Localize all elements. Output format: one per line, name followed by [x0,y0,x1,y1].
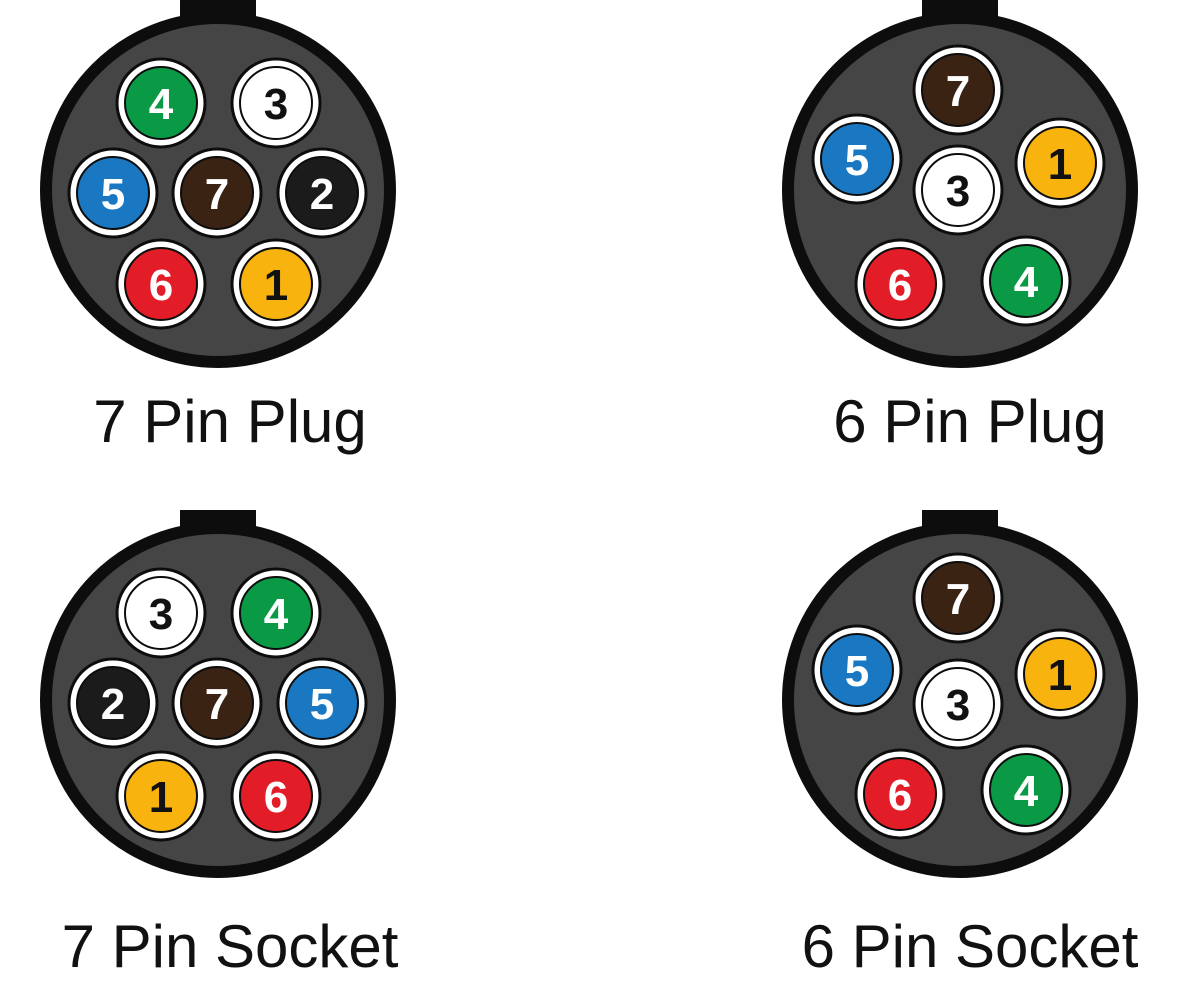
pin-number: 1 [1048,140,1072,189]
pin-color-fill [921,561,995,635]
pin-color-fill [1023,637,1097,711]
pin-color-fill [921,53,995,127]
pin-5: 5 [811,113,903,205]
connector-6-pin-plug: 7 5 3 1 6 4 [782,0,1138,368]
pin-2: 2 [67,657,159,749]
pin-color-fill [285,156,359,230]
pin-color-fill [124,576,198,650]
pin-color-fill [820,122,894,196]
pin-number: 6 [888,261,912,310]
pin-7: 7 [912,44,1004,136]
pin-number: 6 [149,261,173,310]
pin-5: 5 [811,624,903,716]
pin-color-fill [239,576,313,650]
pin-color-fill [863,757,937,831]
pin-number: 2 [310,170,334,219]
pin-color-fill [180,156,254,230]
pin-3: 3 [912,658,1004,750]
pin-number: 4 [1014,258,1039,307]
pin-color-fill [180,666,254,740]
connector-6-pin-socket: 7 5 3 1 6 4 [782,510,1138,878]
label-6-pin-plug: 6 Pin Plug [833,388,1107,455]
pin-color-fill [921,667,995,741]
pin-number: 2 [101,680,125,729]
pin-4: 4 [230,567,322,659]
pin-number: 6 [264,773,288,822]
pin-color-fill [239,247,313,321]
pin-6: 6 [854,748,946,840]
pin-number: 1 [264,261,288,310]
label-7-pin-socket: 7 Pin Socket [61,913,399,980]
connector-7-pin-socket: 3 4 2 7 5 1 6 [40,510,396,878]
pin-number: 5 [310,680,334,729]
pin-number: 3 [264,80,288,129]
pin-number: 7 [205,170,229,219]
pin-number: 3 [946,681,970,730]
pin-color-fill [76,666,150,740]
pin-4: 4 [980,235,1072,327]
pin-7: 7 [912,552,1004,644]
pin-color-fill [124,66,198,140]
pin-color-fill [239,759,313,833]
label-7-pin-plug: 7 Pin Plug [93,388,367,455]
pin-3: 3 [230,57,322,149]
pin-4: 4 [115,57,207,149]
connector-7-pin-plug: 4 3 5 7 2 6 1 [40,0,396,368]
pin-color-fill [820,633,894,707]
pin-6: 6 [854,238,946,330]
pin-number: 4 [1014,767,1039,816]
pin-4: 4 [980,744,1072,836]
pin-number: 3 [149,590,173,639]
pin-1: 1 [1014,117,1106,209]
pin-color-fill [989,753,1063,827]
pin-5: 5 [276,657,368,749]
pin-number: 3 [946,167,970,216]
pin-1: 1 [115,750,207,842]
pin-7: 7 [171,657,263,749]
pin-color-fill [1023,126,1097,200]
pin-number: 1 [1048,651,1072,700]
pin-1: 1 [1014,628,1106,720]
pin-number: 5 [101,170,125,219]
pin-color-fill [76,156,150,230]
pin-2: 2 [276,147,368,239]
pin-color-fill [124,247,198,321]
pin-6: 6 [115,238,207,330]
pin-number: 4 [264,590,289,639]
pin-color-fill [285,666,359,740]
pin-5: 5 [67,147,159,239]
pin-color-fill [863,247,937,321]
pin-color-fill [239,66,313,140]
pin-3: 3 [115,567,207,659]
pin-number: 4 [149,80,174,129]
label-6-pin-socket: 6 Pin Socket [801,913,1139,980]
pin-number: 5 [845,647,869,696]
pin-number: 7 [205,680,229,729]
pin-number: 7 [946,67,970,116]
pin-3: 3 [912,144,1004,236]
pin-number: 6 [888,771,912,820]
pin-number: 1 [149,773,173,822]
pin-color-fill [921,153,995,227]
pin-1: 1 [230,238,322,330]
pin-7: 7 [171,147,263,239]
pin-color-fill [989,244,1063,318]
pin-6: 6 [230,750,322,842]
pin-number: 5 [845,136,869,185]
pin-color-fill [124,759,198,833]
pin-number: 7 [946,575,970,624]
